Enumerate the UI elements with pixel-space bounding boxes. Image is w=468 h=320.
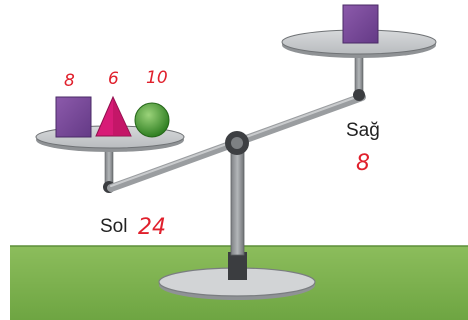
sphere [134, 102, 170, 138]
right-pan-hanger [353, 54, 365, 101]
right-side-label: Sağ [346, 120, 380, 141]
right-total-annotation: 8 [356, 151, 370, 176]
scale-pole [230, 144, 245, 256]
pyramid-value-annotation: 6 [108, 69, 119, 89]
left-total-annotation: 24 [138, 215, 166, 240]
cube-left [55, 96, 92, 138]
cube-value-annotation: 8 [64, 71, 75, 91]
sphere-value-annotation: 10 [146, 68, 168, 88]
pyramid [95, 95, 132, 137]
pivot-joint [225, 131, 249, 155]
left-side-label: Sol [100, 216, 127, 237]
cube-right [342, 4, 379, 44]
scale-base [158, 252, 316, 300]
